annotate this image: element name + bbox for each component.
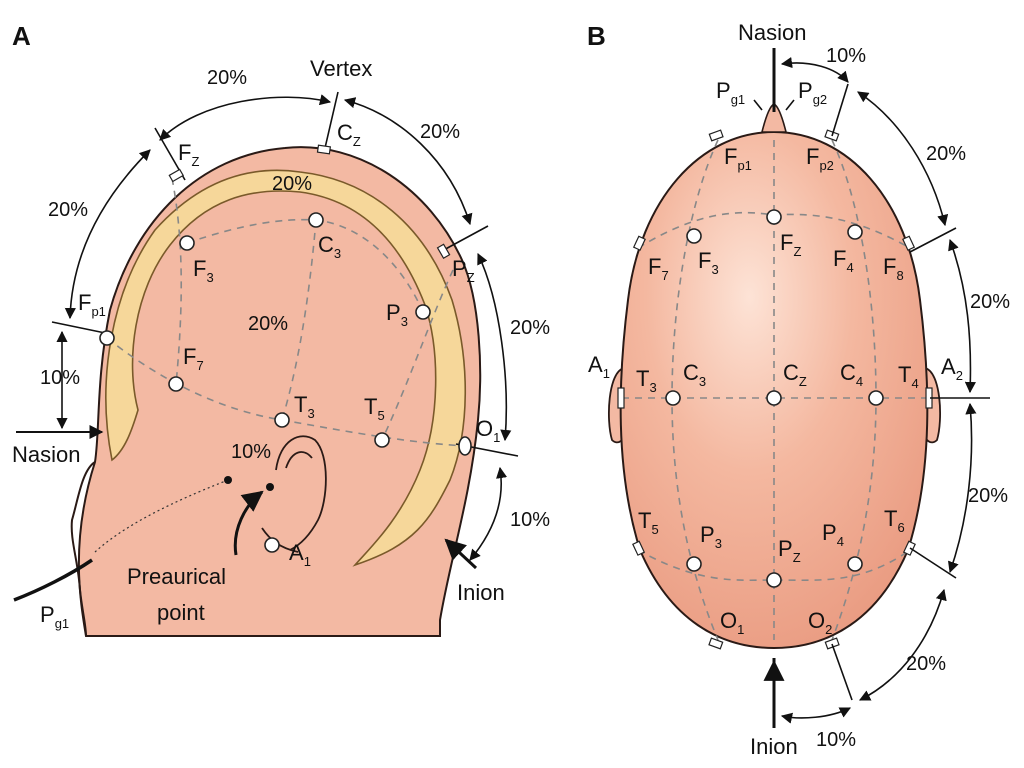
top-electrode-labels: Pg1 Pg2 Fp1 Fp2 F7 F3 FZ F4 F8 A1 T3 C3 …: [588, 78, 963, 637]
top-pct: 10%: [816, 729, 856, 751]
electrode-label-a2: A2: [941, 354, 963, 383]
electrode-label-pg2: Pg2: [798, 78, 827, 107]
side-inion-label: Inion: [457, 580, 505, 605]
electrode-label-fp2: Fp2: [806, 144, 834, 173]
electrode-label-a1: A1: [289, 540, 311, 569]
top-inion-label: Inion: [750, 734, 798, 759]
top-pct: 10%: [826, 45, 866, 67]
electrode-label-c4: C4: [840, 360, 863, 389]
top-nasion-label: Nasion: [738, 20, 806, 45]
electrode-label-c3-top: C3: [683, 360, 706, 389]
side-pct: 10%: [40, 367, 80, 389]
side-percent-labels: 20% 20% 20% 20% 20% 20% 10% 10% 10%: [40, 67, 550, 531]
electrode-label-t3: T3: [294, 392, 315, 421]
side-pct: 10%: [231, 441, 271, 463]
electrode-label-t5: T5: [364, 394, 385, 423]
electrode-label-pz-top: PZ: [778, 536, 801, 565]
side-view: Vertex Nasion Inion Preaurical point Pg1…: [12, 56, 550, 637]
electrode-label-f8: F8: [883, 254, 904, 283]
electrode-label-c3: C3: [318, 232, 341, 261]
top-pct: 20%: [906, 653, 946, 675]
side-electrode-labels: FZ CZ PZ Fp1 F3 C3 P3 F7 T3 T5 O1 A1: [78, 120, 500, 569]
electrode-label-t5-top: T5: [638, 508, 659, 537]
panel-a-label: A: [12, 21, 31, 51]
top-pct: 20%: [970, 291, 1010, 313]
side-vertex-label: Vertex: [310, 56, 372, 81]
side-pct: 10%: [510, 509, 550, 531]
electrode-label-fp1: Fp1: [78, 290, 106, 319]
electrode-label-o1: O1: [476, 416, 500, 445]
side-preauricular-label-1: Preaurical: [127, 564, 226, 589]
electrode-label-pz: PZ: [452, 256, 475, 285]
electrode-label-f7-top: F7: [648, 254, 669, 283]
side-pct: 20%: [510, 317, 550, 339]
electrode-label-fz: FZ: [178, 140, 199, 169]
top-percent-labels: 10% 20% 20% 20% 20% 10%: [816, 45, 1010, 751]
electrode-label-fp1-top: Fp1: [724, 144, 752, 173]
electrode-label-o2: O2: [808, 608, 832, 637]
side-head-silhouette: [77, 146, 482, 637]
electrode-label-p3: P3: [386, 300, 408, 329]
electrode-label-p4: P4: [822, 520, 844, 549]
side-nasion-label: Nasion: [12, 442, 80, 467]
side-pct: 20%: [248, 313, 288, 335]
electrode-label-f7: F7: [183, 344, 204, 373]
side-pct: 20%: [420, 121, 460, 143]
electrode-label-f3: F3: [193, 256, 214, 285]
electrode-label-f4: F4: [833, 246, 854, 275]
electrode-label-o1-top: O1: [720, 608, 744, 637]
electrode-label-t6: T6: [884, 506, 905, 535]
electrode-label-cz-top: CZ: [783, 360, 807, 389]
side-brain-band: [105, 169, 467, 567]
electrode-label-fz-top: FZ: [780, 230, 801, 259]
electrode-label-t3-top: T3: [636, 366, 657, 395]
top-pct: 20%: [926, 143, 966, 165]
side-pct: 20%: [48, 199, 88, 221]
electrode-label-a1-top: A1: [588, 352, 610, 381]
side-pct: 20%: [207, 67, 247, 89]
electrode-label-p3-top: P3: [700, 522, 722, 551]
side-pg1-label: Pg1: [40, 602, 69, 631]
electrode-label-t4: T4: [898, 362, 919, 391]
top-pct: 20%: [968, 485, 1008, 507]
electrode-label-pg1: Pg1: [716, 78, 745, 107]
electrode-label-f3-top: F3: [698, 248, 719, 277]
side-preauricular-label-2: point: [157, 600, 205, 625]
electrode-label-cz: CZ: [337, 120, 361, 149]
panel-b-label: B: [587, 21, 606, 51]
side-pct: 20%: [272, 173, 312, 195]
top-view: Nasion Inion 10% 20% 20% 20% 20% 10% Pg1…: [588, 20, 1010, 759]
